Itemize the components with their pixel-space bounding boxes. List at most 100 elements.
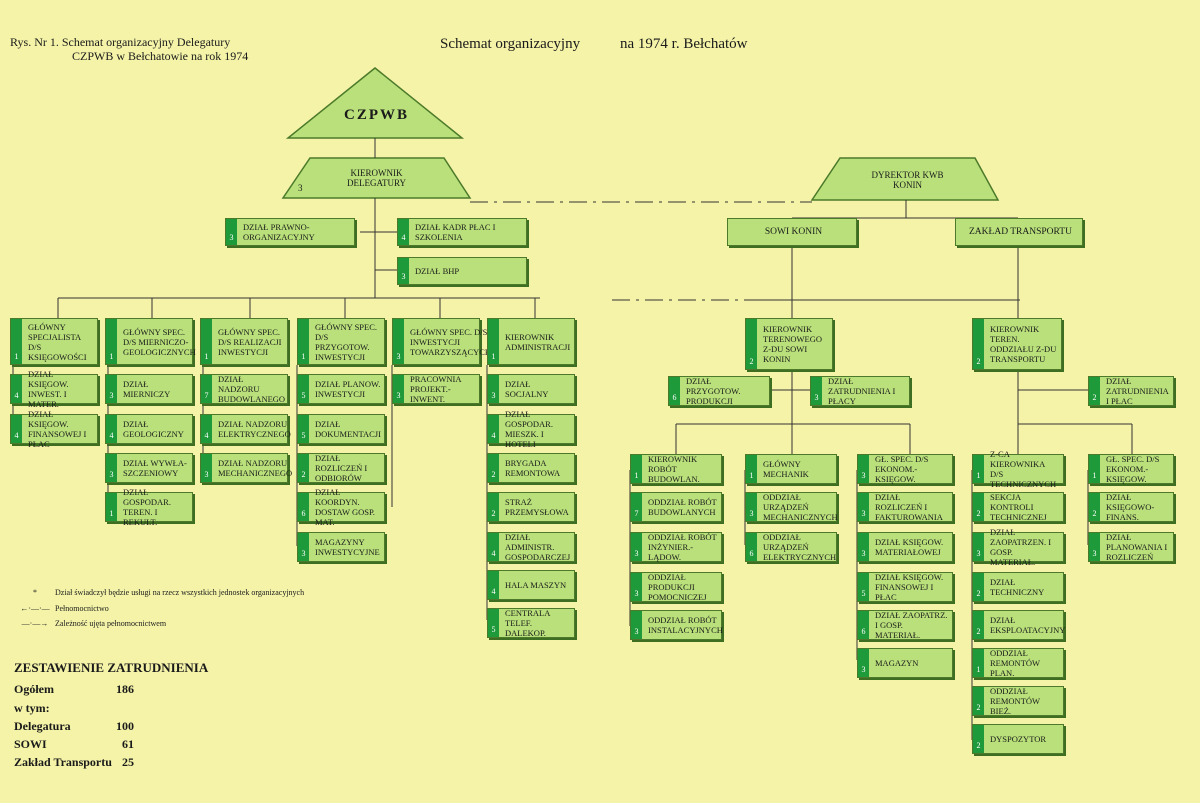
unit-label: DZIAŁ NADZORU MECHANICZNEGO — [218, 458, 293, 478]
unit-count: 4 — [488, 571, 499, 599]
legend-item: —·—→Zależność ujęta pełnomocnictwem — [21, 619, 167, 628]
figure-caption: Rys. Nr 1. Schemat organizacyjny Delegat… — [10, 35, 248, 63]
unit-count: 3 — [398, 258, 409, 284]
unit-label: GŁÓWNY SPECJALISTA d/s KSIĘGOWOŚCI — [28, 321, 87, 362]
unit-count: 1 — [11, 319, 22, 364]
unit-count: 1 — [1089, 455, 1100, 483]
unit-count: 1 — [746, 455, 757, 483]
unit-count: 3 — [393, 375, 404, 403]
dyrektor-shape — [810, 157, 1000, 201]
unit-label: DZIAŁ NADZORU ELEKTRYCZNEGO — [218, 419, 291, 439]
unit-label: ODDZIAŁ URZĄDZEŃ MECHANICZNYCH — [763, 492, 838, 522]
caption-line-2: CZPWB w Bełchatowie na rok 1974 — [72, 49, 249, 63]
unit-count: 1 — [201, 319, 212, 364]
unit-count: 3 — [973, 533, 984, 561]
org-unit-box: SOWI KONIN — [727, 218, 857, 246]
kierownik-num: 3 — [298, 183, 303, 193]
unit-label: ZAKŁAD TRANSPORTU — [969, 227, 1072, 237]
unit-count: 2 — [973, 725, 984, 753]
unit-count: 4 — [201, 415, 212, 443]
unit-count: 5 — [298, 415, 309, 443]
unit-label: DZIAŁ ZATRUDNIENIA I PŁACY — [828, 376, 896, 406]
czpwb-label: CZPWB — [343, 107, 409, 123]
unit-label: ODDZIAŁ URZĄDZEŃ ELEKTRYCZNYCH — [763, 532, 837, 562]
unit-label: HALA MASZYN — [505, 580, 567, 590]
unit-count: 3 — [631, 611, 642, 639]
unit-label: KIEROWNIK ROBÓT BUDOWLAN. — [648, 454, 700, 484]
unit-count: 1 — [106, 319, 117, 364]
unit-count: 2 — [298, 454, 309, 482]
unit-count: 3 — [298, 533, 309, 561]
unit-label: CENTRALA TELEF. DALEKOP. — [505, 608, 550, 638]
unit-count: 5 — [488, 609, 499, 637]
unit-label: KIEROWNIK TEREN. ODDZIAŁU Z-DU TRANSPORT… — [990, 324, 1057, 364]
unit-label: SOWI KONIN — [764, 227, 823, 237]
unit-count: 2 — [973, 573, 984, 601]
unit-label: DZIAŁ KSIĘGOWO-FINANS. — [1106, 492, 1155, 522]
unit-count: 6 — [669, 377, 680, 405]
unit-label: DZIAŁ ZAOPATRZEN. I GOSP. MATERIAŁ. — [990, 527, 1052, 567]
unit-count: 4 — [488, 533, 499, 561]
unit-label: DZIAŁ KADR PŁAC I SZKOLENIA — [415, 222, 496, 242]
kierownik-shape — [281, 157, 472, 199]
unit-label: DZIAŁ KSIĘGOW. FINANSOWEJ I PŁAC — [875, 572, 944, 602]
unit-count: 3 — [631, 533, 642, 561]
org-unit-box: ZAKŁAD TRANSPORTU — [955, 218, 1083, 246]
unit-label: DZIAŁ GOSPODAR. TEREN. I REKULT. — [123, 487, 171, 527]
org-unit-box: 1Z-CA KIEROWNIKA d/s TECHNICZNYCH — [972, 449, 1064, 489]
unit-label: DZIAŁ WYWŁA-SZCZENIOWY — [123, 458, 187, 478]
unit-count: 4 — [11, 375, 22, 403]
unit-count: 3 — [746, 493, 757, 521]
unit-label: DZIAŁ KSIĘGOW. INWEST. I MATER. — [28, 369, 69, 409]
unit-label: GŁÓWNY SPEC. d/s MIERNICZO-GEOLOGICZNYCH — [123, 326, 196, 357]
title-right: na 1974 r. Bełchatów — [620, 36, 748, 52]
unit-label: DZIAŁ EKSPLOATACYJNY — [990, 615, 1066, 635]
unit-label: DZIAŁ PLANOWANIA I ROZLICZEŃ — [1106, 532, 1168, 562]
unit-label: STRAŻ PRZEMYSŁOWA — [505, 497, 569, 517]
unit-label: DZIAŁ KSIĘGOW. MATERIAŁOWEJ — [875, 537, 944, 557]
unit-label: Z-CA KIEROWNIKA d/s TECHNICZNYCH — [990, 449, 1057, 489]
unit-label: DZIAŁ ZAOPATRZ. I GOSP. MATERIAŁ. — [875, 610, 948, 640]
unit-count: 1 — [973, 649, 984, 677]
unit-label: DZIAŁ ADMINISTR. GOSPODARCZEJ — [505, 532, 571, 562]
unit-label: ODDZIAŁ ROBÓT BUDOWLANYCH — [648, 497, 717, 517]
unit-count: 5 — [858, 573, 869, 601]
unit-label: GŁ. SPEC. d/s EKONOM.-KSIĘGOW. — [875, 454, 929, 484]
unit-label: DZIAŁ PLANOW. INWESTYCJI — [315, 379, 381, 399]
unit-label: ODDZIAŁ REMONTÓW PLAN. — [990, 648, 1040, 678]
unit-count: 2 — [1089, 377, 1100, 405]
unit-count: 3 — [858, 649, 869, 677]
unit-label: DZIAŁ ROZLICZEŃ I ODBIORÓW — [315, 453, 368, 483]
unit-label: DZIAŁ PRZYGOTOW. PRODUKCJI — [686, 376, 741, 406]
